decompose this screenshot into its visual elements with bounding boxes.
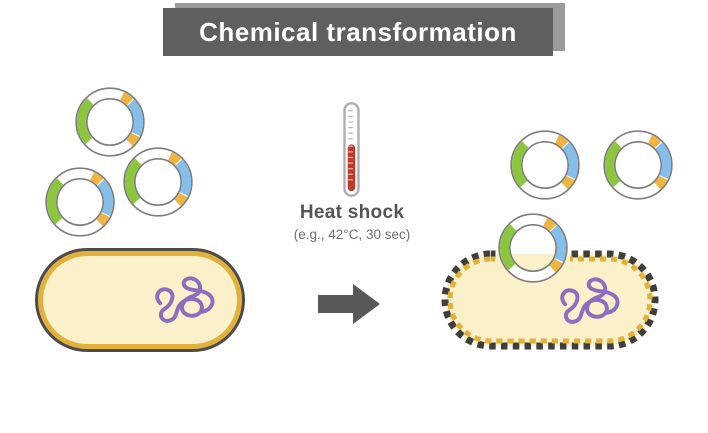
chromosomal-dna-icon — [150, 263, 222, 329]
membrane-entry-gap — [496, 247, 570, 263]
arrow-right-icon — [318, 284, 380, 324]
donor-bacterium — [35, 248, 245, 352]
bacterium-cytoplasm — [445, 254, 655, 346]
plasmid-icon — [507, 127, 583, 203]
heat-shock-detail: (e.g., 42°C, 30 sec) — [293, 227, 411, 242]
plasmid-icon — [600, 127, 676, 203]
plasmid-entering-membrane-icon — [495, 210, 571, 286]
heat-shock-caption: Heat shock (e.g., 42°C, 30 sec) — [252, 202, 452, 242]
thermometer-icon — [343, 102, 360, 197]
page-title: Chemical transformation — [199, 16, 517, 47]
recipient-bacterium — [441, 247, 659, 350]
title-bar: Chemical transformation — [163, 8, 553, 56]
plasmid-icon — [120, 144, 196, 220]
plasmid-icon — [42, 164, 118, 240]
heat-shock-label: Heat shock — [299, 202, 405, 223]
